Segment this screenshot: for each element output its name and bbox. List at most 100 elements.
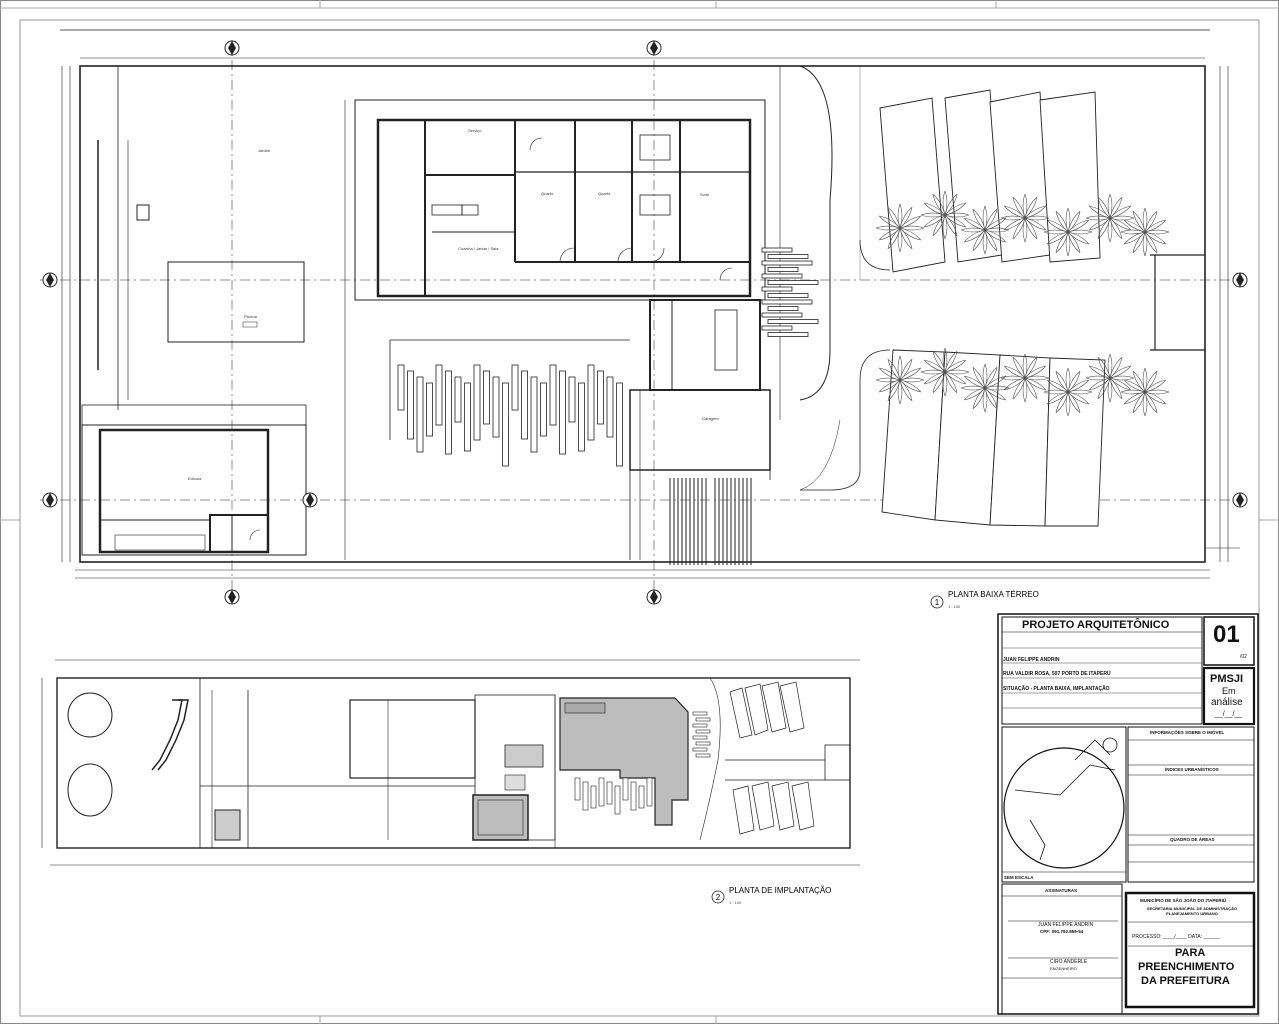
- tb-address: RUA VALDIR ROSA, 507 PORTO DE ITAPERÚ: [1003, 671, 1111, 677]
- plan1-number: 1: [935, 598, 940, 607]
- section-marker-icon: [302, 492, 318, 508]
- stepping-stone: [574, 777, 581, 801]
- plan1-scale: 1 : 100: [948, 604, 961, 609]
- parking-stalls-bottom: [881, 349, 1106, 527]
- stepping-stone: [521, 370, 528, 440]
- pool: [167, 261, 305, 343]
- stepping-stone: [761, 273, 803, 279]
- stepping-stone: [473, 364, 481, 441]
- stepping-stone: [761, 260, 813, 266]
- tb-para-line3: DA PREFEITURA: [1141, 975, 1230, 987]
- stepping-stone: [695, 717, 711, 722]
- stepping-stone: [587, 364, 595, 441]
- stepping-stone: [761, 247, 793, 253]
- room-label-suite: Suíte: [700, 192, 710, 197]
- palm-icon: [960, 363, 1010, 413]
- room-label-pool: Piscina: [244, 314, 258, 319]
- stepping-stone: [435, 364, 443, 426]
- tb-signatures-header: ASSINATURAS: [1045, 888, 1078, 893]
- parking-stalls-top: [879, 89, 1101, 273]
- tb-pmsji: PMSJI: [1210, 673, 1244, 685]
- stepping-stone: [761, 286, 793, 292]
- stepping-stone: [598, 777, 605, 807]
- stepping-stone: [464, 382, 471, 452]
- stepping-stone: [692, 747, 708, 752]
- plan2-number-circle: [711, 890, 725, 904]
- tb-urban-header: ÍNDICES URBANÍSTICOS: [1165, 767, 1219, 772]
- palm-icon: [1085, 193, 1135, 243]
- stepping-stone: [540, 382, 547, 437]
- palm-icon: [1120, 367, 1170, 417]
- floor-plan-ground: [40, 29, 1240, 600]
- stepping-stone: [549, 364, 557, 426]
- stepping-stone: [502, 382, 509, 467]
- stepping-stone: [559, 370, 566, 455]
- stepping-stone: [767, 267, 799, 272]
- palm-icon: [875, 355, 925, 405]
- palm-trees: [875, 190, 1170, 417]
- stepping-stone: [568, 376, 576, 423]
- stepping-stone: [761, 312, 803, 318]
- title-block: [997, 613, 1259, 1015]
- stepping-stone: [616, 382, 623, 467]
- tb-signer-name: JUAN FELIPPE ANDRIN: [1038, 922, 1094, 928]
- plan2-number: 2: [716, 893, 721, 902]
- tb-author-role: ENGENHEIRO: [1050, 966, 1077, 971]
- drawing-frame: [19, 19, 1260, 1017]
- site-plan: [41, 659, 860, 866]
- tb-para-line1: PARA: [1175, 947, 1206, 959]
- stepping-stone: [416, 376, 424, 453]
- plan2-title: PLANTA DE IMPLANTAÇÃO: [729, 886, 831, 895]
- tb-sheet-number: 01: [1213, 621, 1240, 648]
- stepping-stone: [597, 370, 604, 425]
- plan1-title: PLANTA BAIXA TÉRREO: [948, 590, 1039, 599]
- stepping-stone: [646, 777, 653, 807]
- palm-icon: [960, 205, 1010, 255]
- palm-icon: [1000, 193, 1050, 243]
- tb-secretariat: SECRETARIA MUNICIPAL DE ADMINISTRAÇÃO PL…: [1146, 906, 1238, 916]
- stepping-stone: [695, 753, 711, 758]
- room-label-service: Serviço: [468, 128, 482, 133]
- room-label-leisure: Edícula: [188, 476, 202, 481]
- stepping-stone: [638, 785, 645, 809]
- stepping-stone: [407, 370, 414, 440]
- palm-icon: [920, 347, 970, 397]
- stepping-stone: [767, 319, 819, 324]
- stepping-stone: [606, 376, 614, 438]
- section-marker-icon: [224, 40, 240, 56]
- stepping-stone: [511, 364, 519, 411]
- palm-icon: [1043, 367, 1093, 417]
- stepping-stone: [692, 711, 708, 716]
- stepping-stone: [445, 370, 452, 455]
- stepping-stone: [483, 370, 490, 425]
- room-label-garden: Jardim: [258, 148, 271, 153]
- stepping-stone: [454, 376, 462, 423]
- palm-icon: [875, 203, 925, 253]
- palm-icon: [920, 190, 970, 240]
- stepping-stone: [622, 777, 629, 801]
- stepping-stone: [614, 785, 621, 815]
- stepping-stone: [630, 781, 637, 811]
- tb-status-line1: Em: [1222, 686, 1236, 696]
- site-plan-stepping-stones: [574, 711, 711, 815]
- section-marker-icon: [42, 492, 58, 508]
- stepping-stone: [692, 723, 708, 728]
- tb-sheet-total: /02: [1240, 654, 1247, 660]
- section-marker-icon: [646, 589, 662, 605]
- stepping-stone: [582, 781, 589, 811]
- tb-process-line: PROCESSO: ____/____ DATA: ______: [1132, 934, 1221, 940]
- stepping-stone: [578, 382, 585, 452]
- room-label-kitchen: Cozinha / Jantar / Sala: [458, 246, 499, 251]
- palm-icon: [1043, 207, 1093, 257]
- palm-icon: [1120, 207, 1170, 257]
- section-markers: [42, 40, 1248, 605]
- stepping-stone: [695, 741, 711, 746]
- stepping-stone: [426, 382, 433, 437]
- tb-no-scale: SEM ESCALA: [1004, 875, 1034, 880]
- access-stripes: [669, 478, 752, 565]
- stepping-stone: [767, 280, 819, 285]
- stepping-stone: [590, 785, 597, 809]
- section-marker-icon: [646, 40, 662, 56]
- tb-author-name: CIRO ANDERLE: [1050, 959, 1088, 965]
